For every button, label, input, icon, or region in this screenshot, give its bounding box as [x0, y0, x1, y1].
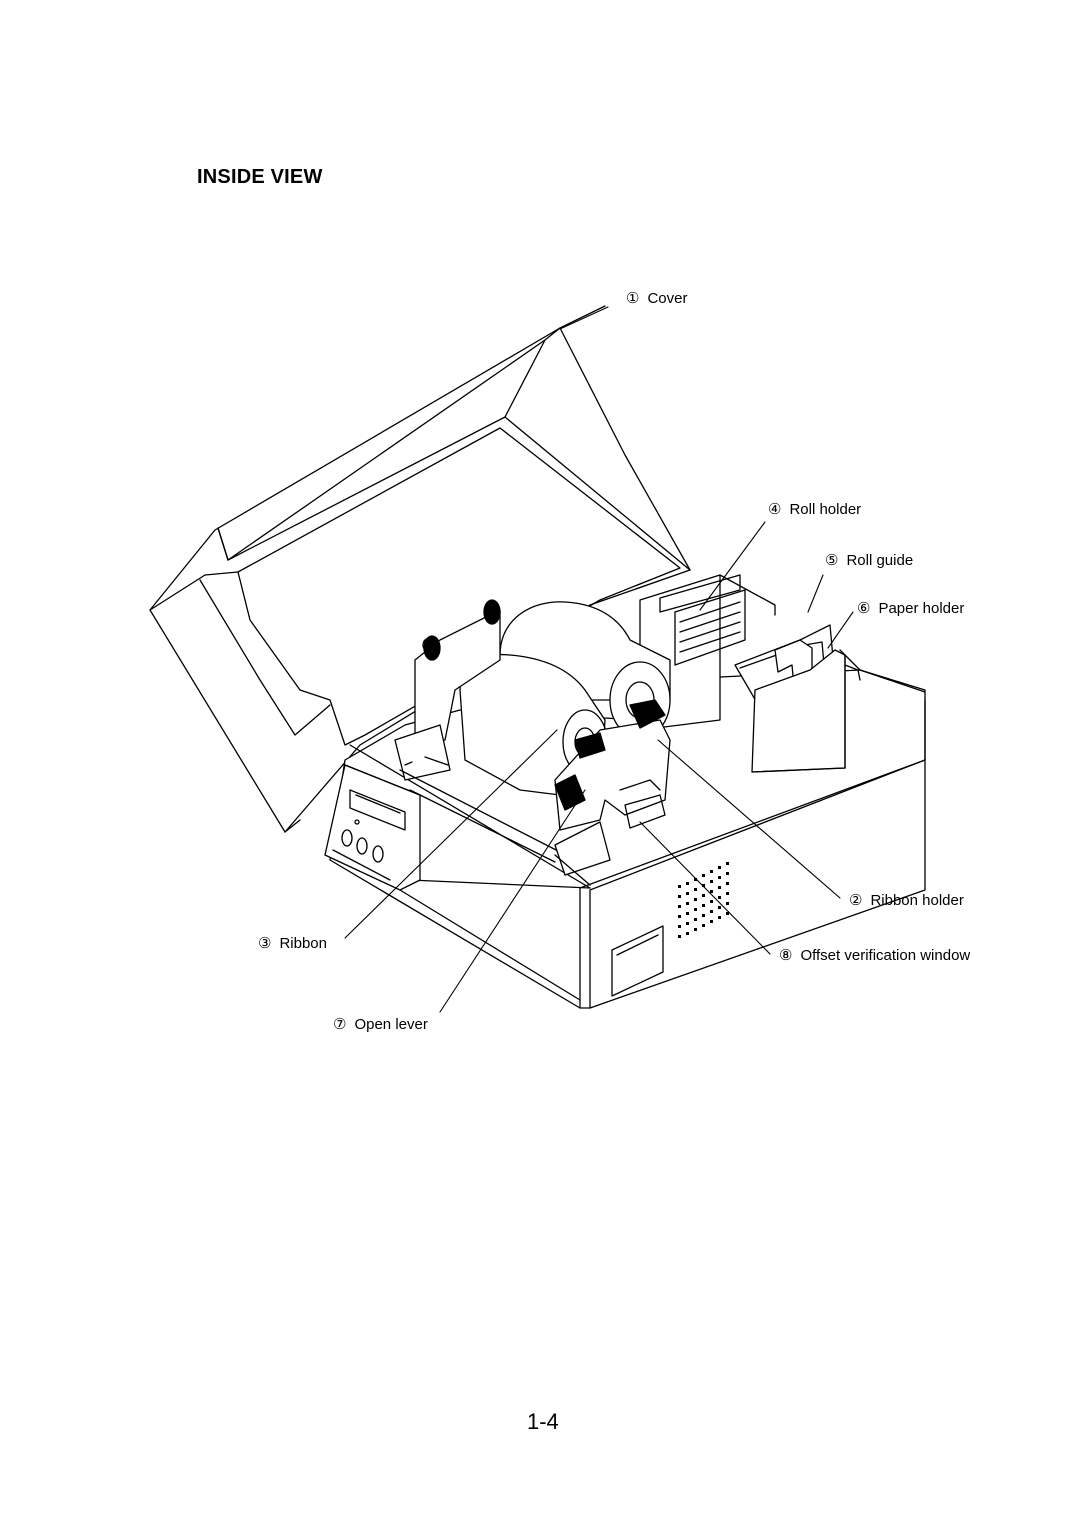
page-number: 1-4 [527, 1409, 559, 1434]
leader-cover [559, 306, 609, 330]
leader-roll-holder [699, 521, 766, 611]
ribbon-mechanism-drawing [394, 599, 671, 886]
callout-number: ⑥ [857, 600, 871, 617]
page-heading: INSIDE VIEW [197, 166, 323, 188]
callout-ribbon-holder: ② Ribbon holder [849, 892, 964, 910]
control-panel-drawing [324, 764, 421, 891]
callout-number: ⑦ [333, 1016, 347, 1033]
callout-label: Roll guide [846, 552, 914, 569]
callout-offset-window: ⑧ Offset verification window [779, 947, 970, 965]
leader-open-lever [439, 789, 586, 1013]
callout-label: Cover [647, 290, 688, 307]
callout-roll-guide: ⑤ Roll guide [825, 552, 913, 570]
leader-ribbon-holder [657, 739, 841, 899]
callout-roll-holder: ④ Roll holder [768, 501, 861, 519]
cover-drawing [149, 305, 691, 833]
vent-grille-drawing [678, 862, 729, 938]
callout-number: ④ [768, 501, 782, 518]
callout-label: Open lever [354, 1016, 428, 1033]
callout-number: ① [626, 290, 640, 307]
callout-label: Ribbon holder [870, 892, 964, 909]
callout-ribbon: ③ Ribbon [258, 935, 327, 953]
callout-number: ⑧ [779, 947, 793, 964]
leader-paper-holder [827, 611, 854, 649]
callout-label: Roll holder [789, 501, 862, 518]
callout-label: Ribbon [279, 935, 327, 952]
callout-label: Paper holder [878, 600, 965, 617]
leader-lines [344, 306, 854, 1013]
leader-ribbon [344, 729, 558, 939]
leader-offset-window [639, 821, 771, 955]
callout-cover: ① Cover [626, 290, 687, 308]
leader-roll-guide [807, 574, 824, 613]
callout-paper-holder: ⑥ Paper holder [857, 600, 964, 618]
callout-label: Offset verification window [800, 947, 971, 964]
callout-number: ③ [258, 935, 272, 952]
callout-number: ⑤ [825, 552, 839, 569]
callout-number: ② [849, 892, 863, 909]
callout-open-lever: ⑦ Open lever [333, 1016, 428, 1034]
